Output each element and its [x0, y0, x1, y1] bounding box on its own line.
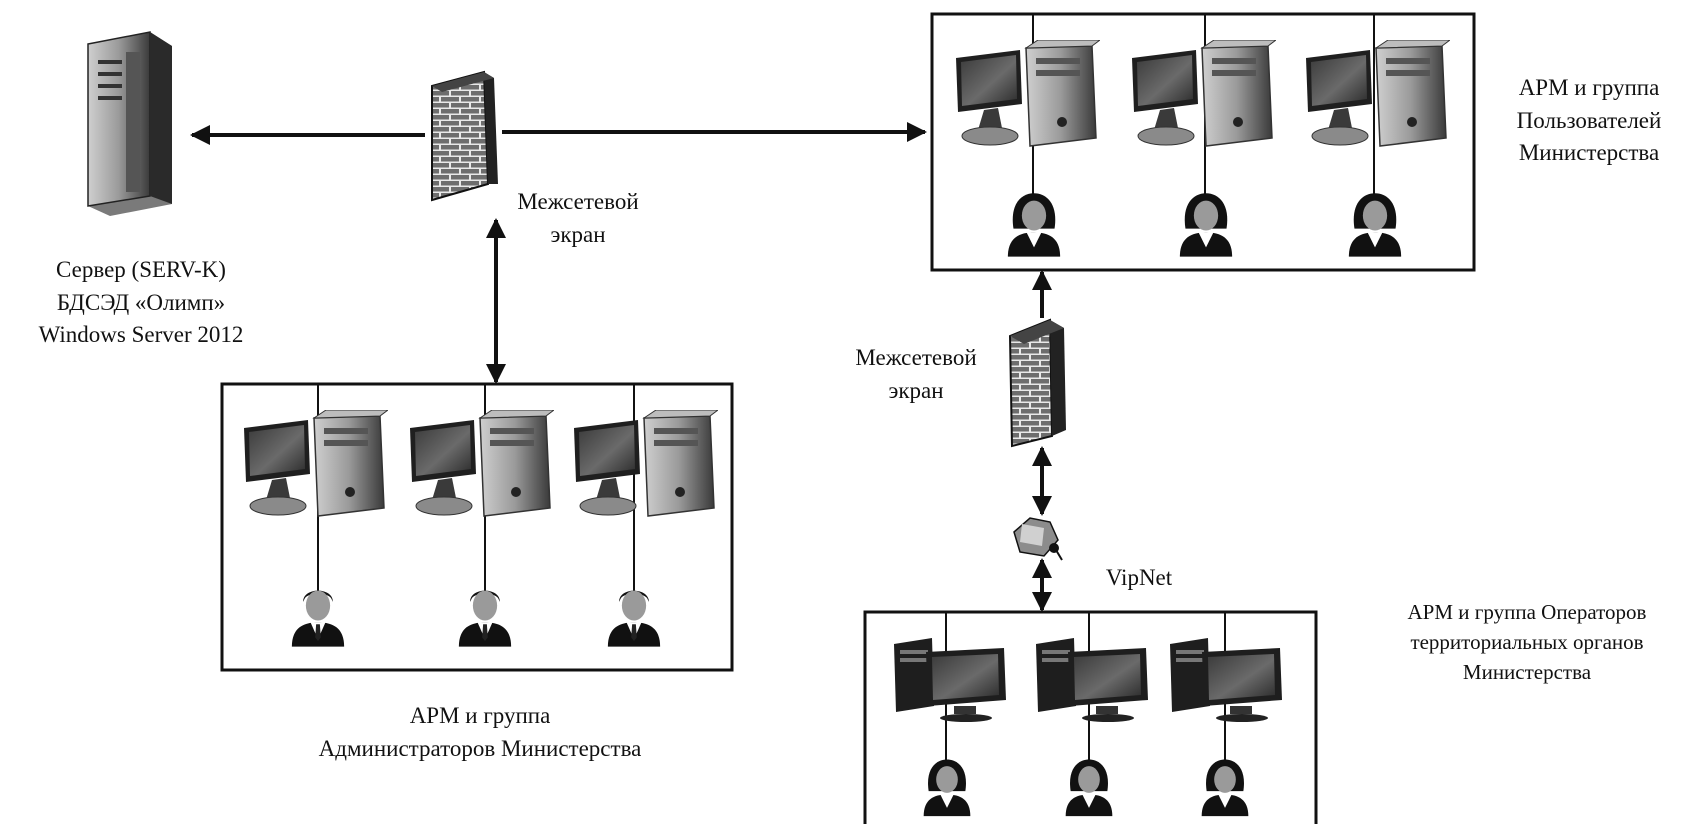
firewall-top-label-line-2: экран: [550, 221, 606, 247]
users-group-label-line-3: Министерства: [1518, 140, 1660, 166]
female-user-icon: [1348, 193, 1402, 257]
workstation-icon: [1305, 40, 1450, 147]
workstation-icon: [894, 638, 1006, 722]
admins-group-devices: [243, 410, 718, 647]
firewall-mid-label: Межсетевой экран: [846, 342, 986, 407]
server-label-line-2: БДСЭД «Олимп»: [56, 289, 226, 315]
admins-group-label-line-1: АРМ и группа: [409, 703, 551, 728]
firewall-top-label: Межсетевой экран: [508, 186, 648, 251]
users-group-label-line-1: АРМ и группа: [1518, 75, 1660, 100]
users-group-devices: [955, 40, 1450, 257]
firewall-mid-label-line-1: Межсетевой: [855, 345, 977, 370]
users-group-label-line-2: Пользователей: [1516, 107, 1662, 133]
workstation-icon: [243, 410, 388, 517]
workstation-icon: [409, 410, 554, 517]
firewall-top-label-line-1: Межсетевой: [517, 189, 639, 214]
users-group-box: [930, 12, 1476, 272]
server-tower-icon: [87, 31, 172, 216]
server-label-line-1: Сервер (SERV-K): [56, 257, 226, 282]
operators-group-label: АРМ и группа Операторов территориальных …: [1366, 598, 1688, 687]
firewall-top: [431, 70, 498, 202]
admins-group-label-line-2: Администраторов Министерства: [318, 735, 642, 761]
connections: [190, 122, 1052, 612]
female-user-icon: [923, 759, 971, 817]
operators-group-label-line-2: территориальных органов: [1410, 629, 1644, 654]
admins-group-label: АРМ и группа Администраторов Министерств…: [270, 700, 690, 765]
vipnet-label: VipNet: [1084, 562, 1194, 595]
female-user-icon: [1179, 193, 1233, 257]
server-label-line-3: Windows Server 2012: [38, 322, 244, 348]
admins-group-box: [220, 382, 734, 672]
server-label: Сервер (SERV-K) БДСЭД «Олимп» Windows Se…: [10, 254, 272, 352]
users-group-label: АРМ и группа Пользователей Министерства: [1490, 72, 1688, 170]
female-user-icon: [1065, 759, 1113, 817]
operators-group-label-line-1: АРМ и группа Операторов: [1407, 600, 1647, 624]
operators-group-label-line-3: Министерства: [1462, 659, 1592, 684]
vipnet-folder-key-icon: [1013, 517, 1063, 561]
firewall-mid-label-line-2: экран: [888, 377, 944, 403]
workstation-icon: [1036, 638, 1148, 722]
female-user-icon: [1007, 193, 1061, 257]
male-user-icon: [607, 590, 661, 647]
male-user-icon: [458, 590, 512, 647]
vipnet-label-text: VipNet: [1105, 565, 1173, 590]
firewall-mid: [1008, 318, 1066, 448]
workstation-icon: [955, 40, 1100, 147]
male-user-icon: [291, 590, 345, 647]
workstation-icon: [573, 410, 718, 517]
operators-group-box: [863, 610, 1318, 824]
female-user-icon: [1201, 759, 1249, 817]
